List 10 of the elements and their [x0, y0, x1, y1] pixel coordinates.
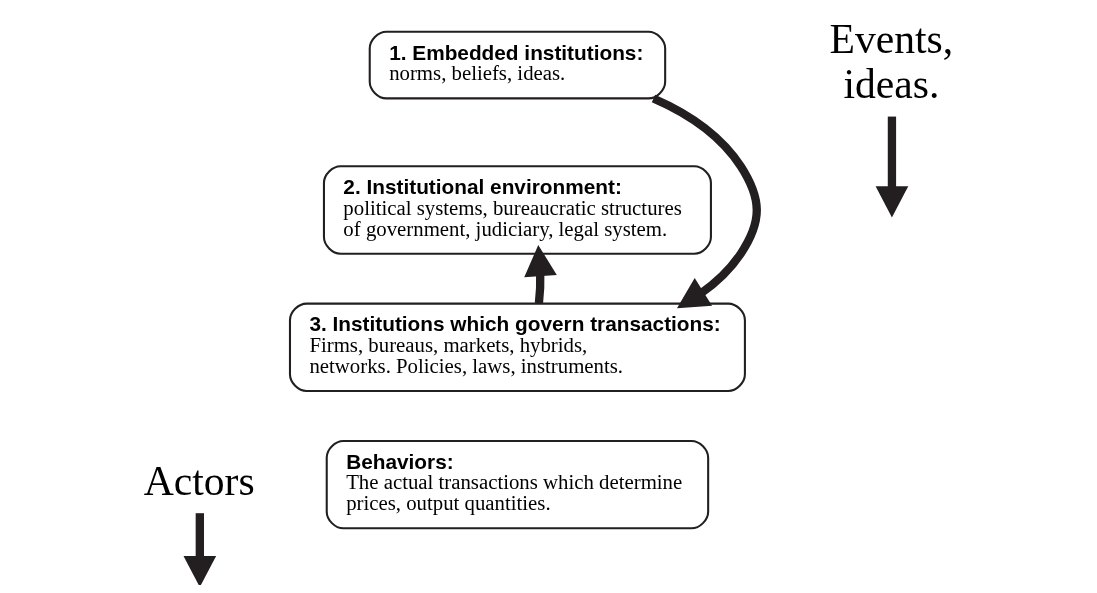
arrow	[523, 245, 557, 304]
node-box: Behaviors: The actual transactions which determine prices, output quantities.	[325, 439, 709, 530]
arrow	[651, 94, 761, 309]
arrow	[182, 513, 216, 585]
node-box: 2. Institutional environment: political systems, bureaucratic structures of government, judiciary, legal system.	[322, 165, 712, 255]
node-box: 1. Embedded institutions: norms, beliefs, ideas.	[368, 30, 666, 100]
arrow	[875, 116, 908, 218]
node-text: Actors	[143, 458, 255, 505]
node-text: Events, ideas.	[829, 15, 953, 108]
node-box: 3. Institutions which govern transactions: Firms, bureaus, markets, hybrids, networks. Policies, laws, instruments.	[288, 302, 746, 393]
